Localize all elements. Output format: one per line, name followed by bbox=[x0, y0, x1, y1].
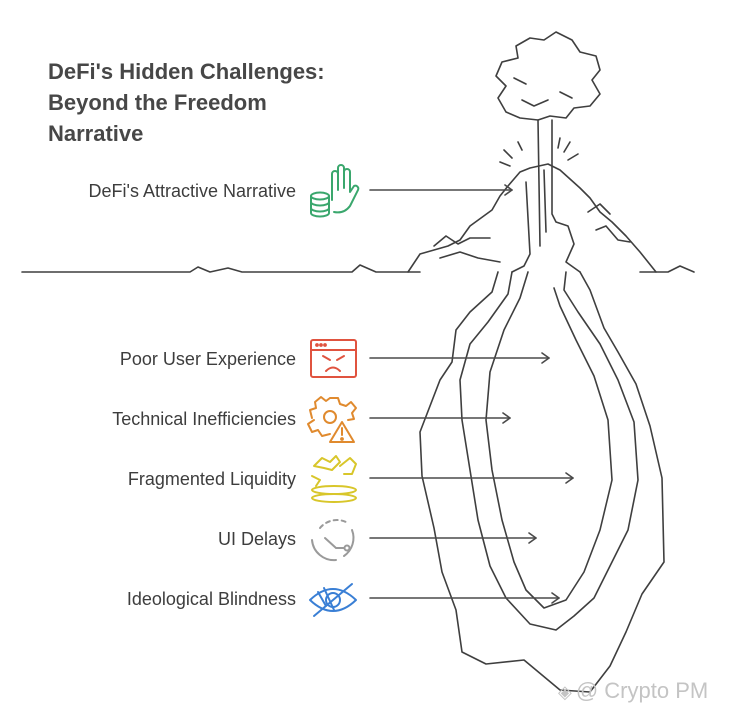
mountain-ridge-left bbox=[433, 235, 491, 247]
vent-left bbox=[511, 181, 531, 273]
arrow-3 bbox=[369, 412, 511, 424]
cloud-detail bbox=[513, 77, 573, 107]
iceberg-inner-1 bbox=[459, 271, 639, 631]
arrow-1 bbox=[369, 184, 513, 196]
label-poor-user-experience: Poor User Experience bbox=[119, 349, 296, 369]
arrow-5 bbox=[369, 532, 537, 544]
label-ideological-blindness: Ideological Blindness bbox=[126, 589, 296, 609]
ground-line bbox=[21, 264, 421, 273]
arrow-2 bbox=[369, 352, 550, 364]
vent-mid bbox=[537, 119, 541, 247]
title-line-2: Beyond the Freedom bbox=[48, 90, 267, 115]
diagram-title: DeFi's Hidden Challenges: Beyond the Fre… bbox=[48, 56, 388, 149]
vent-right bbox=[551, 119, 581, 273]
watermark-text: @ Crypto PM bbox=[575, 678, 709, 703]
watermark-logo-icon: ◈ bbox=[558, 682, 572, 702]
title-line-1: DeFi's Hidden Challenges: bbox=[48, 59, 325, 84]
splash-left bbox=[499, 141, 523, 167]
label-attractive-narrative: DeFi's Attractive Narrative bbox=[88, 181, 297, 201]
ground-line-right bbox=[639, 265, 695, 273]
eye-slash-icon bbox=[309, 583, 357, 617]
angry-browser-icon bbox=[310, 339, 357, 378]
splash-right bbox=[557, 137, 579, 161]
hand-coins-icon bbox=[310, 164, 360, 218]
mountain-ridge-left2 bbox=[439, 251, 501, 263]
label-fragmented-liquidity: Fragmented Liquidity bbox=[127, 469, 296, 489]
mountain-ridge-right bbox=[595, 225, 631, 243]
vent-inner bbox=[543, 169, 547, 233]
title-line-3: Narrative bbox=[48, 121, 144, 146]
arrow-4 bbox=[369, 472, 574, 484]
arrow-6 bbox=[369, 592, 560, 604]
broken-coins-icon bbox=[311, 455, 357, 503]
loading-circle-icon bbox=[311, 519, 355, 562]
iceberg-outer bbox=[419, 271, 665, 693]
mountain-ridge-right2 bbox=[587, 203, 611, 215]
mountain-outline bbox=[407, 163, 657, 273]
gear-warning-icon bbox=[307, 396, 357, 443]
watermark: ◈@ Crypto PM bbox=[558, 678, 708, 704]
eruption-cloud bbox=[495, 31, 601, 121]
label-ui-delays: UI Delays bbox=[217, 529, 296, 549]
iceberg-inner-2 bbox=[485, 271, 613, 609]
label-technical-inefficiencies: Technical Inefficiencies bbox=[112, 409, 296, 429]
